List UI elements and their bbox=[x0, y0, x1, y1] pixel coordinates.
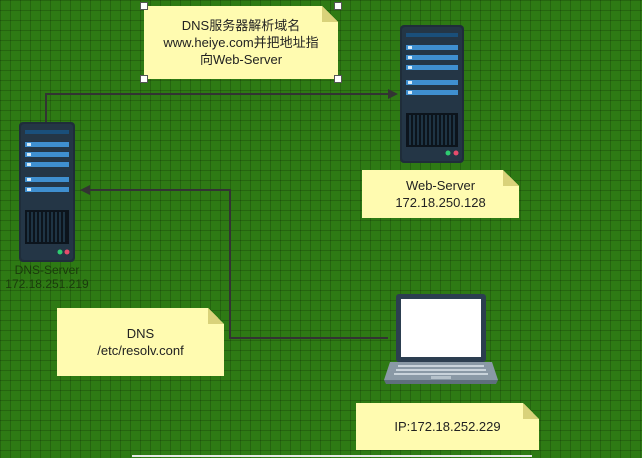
note-fold-icon bbox=[523, 403, 539, 419]
dns-server-icon[interactable] bbox=[19, 122, 75, 262]
dns-server-name: DNS-Server bbox=[14, 263, 80, 277]
laptop-icon[interactable] bbox=[384, 292, 502, 384]
arrow-dns-to-web bbox=[45, 89, 398, 122]
canvas-bottom-edge bbox=[132, 455, 532, 457]
note-web-server[interactable]: Web-Server 172.18.250.128 bbox=[362, 170, 519, 218]
note-dns-conf-line2: /etc/resolv.conf bbox=[97, 343, 184, 358]
dns-server-label: DNS-Server 172.18.251.219 bbox=[0, 263, 94, 291]
note-dns-resolve-line2: www.heiye.com并把地址指 bbox=[163, 35, 319, 50]
note-dns-resolve[interactable]: DNS服务器解析域名 www.heiye.com并把地址指 向Web-Serve… bbox=[144, 6, 338, 79]
note-fold-icon bbox=[503, 170, 519, 186]
note-web-server-line2: 172.18.250.128 bbox=[395, 195, 486, 210]
note-fold-icon bbox=[322, 6, 338, 22]
resize-handle-top-left[interactable] bbox=[140, 2, 148, 10]
note-dns-resolve-line3: 向Web-Server bbox=[199, 52, 283, 67]
resize-handle-bottom-right[interactable] bbox=[334, 75, 342, 83]
note-dns-resolve-line1: DNS服务器解析域名 bbox=[181, 18, 301, 33]
note-client-ip[interactable]: IP:172.18.252.229 bbox=[356, 403, 539, 450]
resize-handle-top-right[interactable] bbox=[334, 2, 342, 10]
dns-server-ip: 172.18.251.219 bbox=[5, 277, 89, 291]
note-fold-icon bbox=[208, 308, 224, 324]
resize-handle-bottom-left[interactable] bbox=[140, 75, 148, 83]
note-dns-conf[interactable]: DNS /etc/resolv.conf bbox=[57, 308, 224, 376]
note-web-server-line1: Web-Server bbox=[405, 178, 476, 193]
note-client-ip-line1: IP:172.18.252.229 bbox=[394, 419, 501, 434]
arrow-client-to-dns bbox=[80, 185, 388, 339]
note-dns-conf-line1: DNS bbox=[126, 326, 155, 341]
web-server-icon[interactable] bbox=[400, 25, 464, 163]
